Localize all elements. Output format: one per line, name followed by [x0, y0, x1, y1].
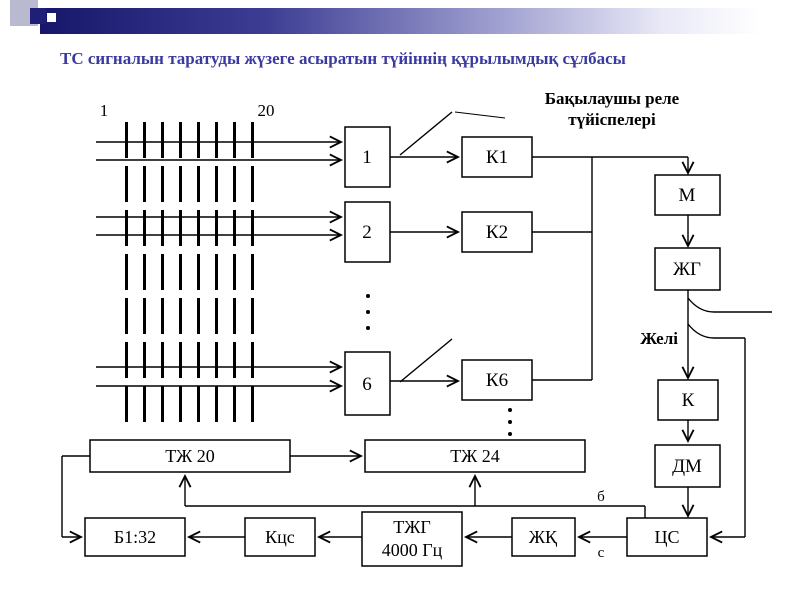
connector-line [399, 338, 453, 383]
connector-line [366, 310, 370, 314]
deco-square-icon [30, 8, 46, 24]
deco-square-icon [47, 13, 56, 22]
matrix-grid [118, 122, 262, 430]
block-cs-label: ЦС [654, 527, 679, 547]
block-k1-label: К1 [486, 147, 508, 168]
connector-line [366, 294, 370, 298]
crosspoint-matrix: 1 20 [100, 101, 275, 430]
connector-line [366, 326, 370, 330]
header-gradient-bar [40, 8, 800, 34]
connector-line [687, 323, 745, 339]
block-tzh24 [364, 439, 586, 473]
relay-caption-line2: түйіспелері [568, 110, 656, 129]
block-tzh20-label: ТЖ 20 [165, 446, 215, 466]
s-wire-label: с [598, 545, 605, 561]
block-k6-label: К6 [486, 370, 508, 391]
block-k6 [461, 359, 533, 401]
block-zhg [654, 247, 721, 291]
block-selector-2-label: 2 [362, 222, 372, 243]
b-wire-label: б [597, 489, 605, 505]
block-kcs [244, 517, 316, 557]
connector-line [508, 420, 512, 424]
wiring [61, 111, 772, 537]
block-selector-6 [344, 351, 391, 416]
network-label: Желі [640, 329, 678, 348]
block-selector-1-label: 1 [362, 147, 372, 168]
block-cs [626, 517, 708, 557]
block-kcs-label: Кцс [265, 527, 295, 547]
connector-line [454, 111, 506, 119]
connector-line [399, 111, 453, 156]
block-selector-1 [344, 126, 391, 188]
block-tzhg-label-line1: ТЖГ [393, 517, 431, 537]
diagram-annotations: Бақылаушы реле түйіспелері Желі б с [545, 89, 680, 561]
relay-caption-line1: Бақылаушы реле [545, 89, 680, 108]
block-m [654, 174, 721, 216]
block-tzhg [361, 511, 463, 567]
block-m-label: М [679, 185, 696, 206]
block-k-label: К [682, 390, 695, 411]
block-tzhg-label-line2: 4000 Гц [382, 540, 443, 560]
block-dm-label: ДМ [672, 456, 702, 477]
block-zhg-label: ЖГ [673, 259, 701, 280]
block-b132 [84, 517, 186, 557]
matrix-label-left: 1 [100, 101, 109, 120]
block-k2 [461, 211, 533, 253]
matrix-label-right: 20 [258, 101, 275, 120]
block-b132-label: Б1:32 [114, 527, 156, 547]
block-tzh24-label: ТЖ 24 [450, 446, 500, 466]
block-k2-label: К2 [486, 222, 508, 243]
page-title: ТС сигналын таратуды жүзеге асыратын түй… [60, 49, 626, 68]
block-k1 [461, 136, 533, 178]
block-zhk-label: ЖҚ [529, 527, 558, 547]
connector-line [508, 408, 512, 412]
block-zhk [511, 517, 576, 557]
block-k [657, 379, 719, 421]
block-selector-6-label: 6 [362, 374, 372, 395]
block-tzh20 [89, 439, 291, 473]
block-dm [654, 444, 721, 488]
connector-line [508, 432, 512, 436]
diagram-blocks: 1 2 6 К1 К2 К6 М ЖГ К ДМ ТЖ 20 ТЖ 24 Б1:… [84, 126, 721, 567]
connector-line [687, 297, 772, 313]
block-selector-2 [344, 201, 391, 263]
